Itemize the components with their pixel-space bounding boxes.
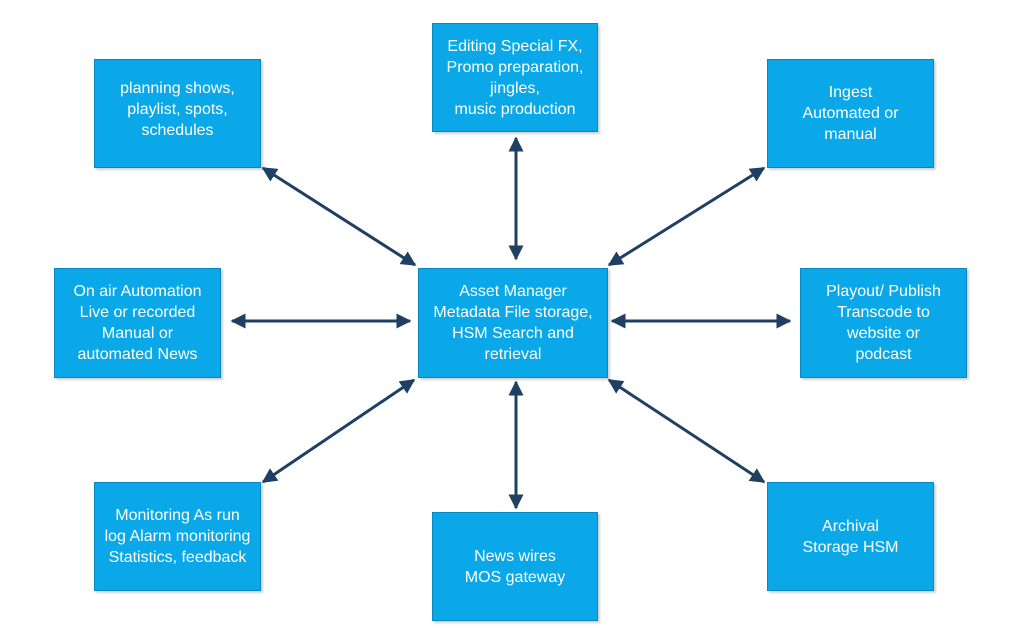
news-wires-label: News wires MOS gateway xyxy=(464,547,566,586)
archival-node: Archival Storage HSM xyxy=(767,482,934,591)
ingest-node: Ingest Automated or manual xyxy=(767,59,934,168)
ingest-label: Ingest Automated or manual xyxy=(802,84,899,143)
monitoring-node: Monitoring As run log Alarm monitoring S… xyxy=(94,482,261,591)
arrow-center-archival xyxy=(607,378,766,484)
monitoring-label: Monitoring As run log Alarm monitoring S… xyxy=(104,507,251,566)
editing-node: Editing Special FX, Promo preparation, j… xyxy=(432,23,598,132)
arrow-center-planning xyxy=(261,166,417,267)
archival-label: Archival Storage HSM xyxy=(802,517,899,556)
news-wires-node: News wires MOS gateway xyxy=(432,512,598,621)
planning-node: planning shows, playlist, spots, schedul… xyxy=(94,59,261,168)
arrow-center-monitoring xyxy=(261,378,416,484)
planning-label: planning shows, playlist, spots, schedul… xyxy=(120,80,235,139)
on-air-automation-label: On air Automation Live or recorded Manua… xyxy=(73,283,202,363)
arrow-center-ingest xyxy=(607,166,766,267)
on-air-automation-node: On air Automation Live or recorded Manua… xyxy=(54,268,221,378)
asset-manager-label: Asset Manager Metadata File storage, HSM… xyxy=(433,283,593,363)
playout-publish-label: Playout/ Publish Transcode to website or… xyxy=(826,283,941,363)
editing-label: Editing Special FX, Promo preparation, j… xyxy=(446,37,584,118)
playout-publish-node: Playout/ Publish Transcode to website or… xyxy=(800,268,967,378)
asset-manager-node: Asset Manager Metadata File storage, HSM… xyxy=(418,268,608,378)
